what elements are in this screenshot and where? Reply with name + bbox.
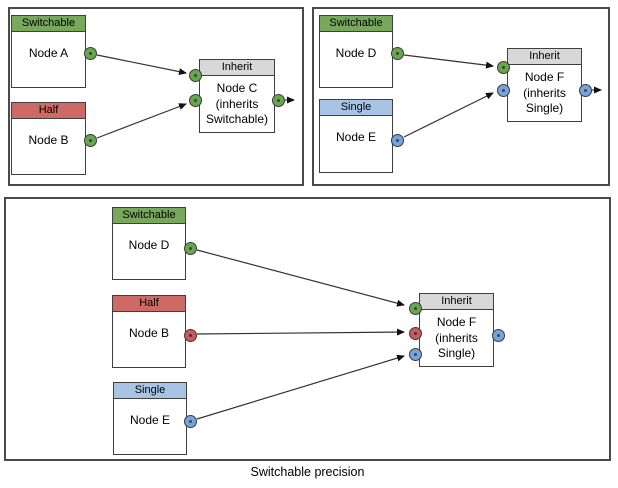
node-d-bottom: Switchable Node D: [112, 207, 186, 280]
node-f-bottom-input-port1-icon: [409, 302, 422, 315]
node-e: Single Node E: [319, 99, 393, 173]
arrow-nodeB-to-nodeC: [96, 103, 187, 139]
node-b: Half Node B: [11, 102, 86, 175]
arrow-nodeD-to-nodeF-bottom: [196, 249, 405, 307]
node-f-input-port2-icon: [497, 84, 510, 97]
node-f-bottom-title-line2: (inherits: [435, 330, 478, 345]
node-f-title: Node F (inherits Single): [508, 65, 581, 117]
arrow-nodeD-to-nodeF: [403, 54, 494, 69]
node-f-input-port1-icon: [497, 61, 510, 74]
node-f-title-line3: Single): [525, 101, 564, 115]
node-f-precision-header: Inherit: [508, 49, 581, 65]
node-b-bottom: Half Node B: [112, 295, 186, 368]
node-c-input-port2-icon: [189, 94, 202, 107]
node-c-title-line3: Switchable): [205, 112, 269, 126]
node-b-title: Node B: [28, 133, 69, 147]
node-b-precision-header: Half: [12, 103, 85, 119]
diagram-caption: Switchable precision: [250, 465, 365, 479]
node-a: Switchable Node A: [11, 15, 86, 88]
node-f-bottom-title: Node F (inherits Single): [420, 310, 493, 362]
arrow-nodeE-to-nodeF-bottom: [196, 354, 405, 420]
node-d: Switchable Node D: [319, 15, 393, 88]
node-a-title: Node A: [28, 46, 69, 60]
node-e-output-port-icon: [391, 134, 404, 147]
arrow-nodeB-to-nodeF-bottom: [196, 328, 405, 336]
node-d-bottom-title: Node D: [128, 238, 170, 252]
node-e-precision-header: Single: [320, 100, 392, 116]
node-f-bottom-title-line3: Single): [437, 346, 476, 360]
node-f-bottom-title-line1: Node F: [436, 315, 477, 329]
node-c-title-line1: Node C: [216, 81, 258, 95]
node-b-bottom-precision-header: Half: [113, 296, 185, 312]
node-c-input-port1-icon: [189, 69, 202, 82]
node-d-title: Node D: [335, 46, 377, 60]
node-c-precision-header: Inherit: [200, 60, 274, 76]
arrow-nodeA-to-nodeC: [96, 54, 187, 76]
node-f-title-line2: (inherits: [523, 85, 566, 100]
node-c-title: Node C (inherits Switchable): [200, 76, 274, 128]
node-d-bottom-output-port-icon: [184, 242, 197, 255]
arrow-nodeE-to-nodeF: [403, 92, 494, 138]
node-f: Inherit Node F (inherits Single): [507, 48, 582, 122]
node-c: Inherit Node C (inherits Switchable): [199, 59, 275, 133]
node-f-output-port-icon: [579, 84, 592, 97]
node-e-title: Node E: [335, 130, 377, 144]
node-d-bottom-precision-header: Switchable: [113, 208, 185, 224]
node-b-bottom-title: Node B: [128, 326, 170, 340]
node-d-output-port-icon: [391, 47, 404, 60]
node-f-bottom-output-port-icon: [492, 329, 505, 342]
node-e-bottom-title: Node E: [129, 413, 171, 427]
node-e-bottom-output-port-icon: [184, 415, 197, 428]
node-f-bottom-input-port2-icon: [409, 327, 422, 340]
node-b-bottom-output-port-icon: [184, 329, 197, 342]
node-f-bottom-input-port3-icon: [409, 348, 422, 361]
node-d-precision-header: Switchable: [320, 16, 392, 32]
node-e-bottom-precision-header: Single: [114, 383, 186, 399]
node-e-bottom: Single Node E: [113, 382, 187, 455]
panel-bottom: [4, 197, 611, 461]
node-a-precision-header: Switchable: [12, 16, 85, 32]
node-b-output-port-icon: [84, 134, 97, 147]
node-c-output-port-icon: [272, 94, 285, 107]
node-c-title-line2: (inherits: [215, 96, 259, 111]
node-f-title-line1: Node F: [524, 70, 565, 84]
node-f-bottom-precision-header: Inherit: [420, 294, 493, 310]
node-f-bottom: Inherit Node F (inherits Single): [419, 293, 494, 367]
node-a-output-port-icon: [84, 47, 97, 60]
